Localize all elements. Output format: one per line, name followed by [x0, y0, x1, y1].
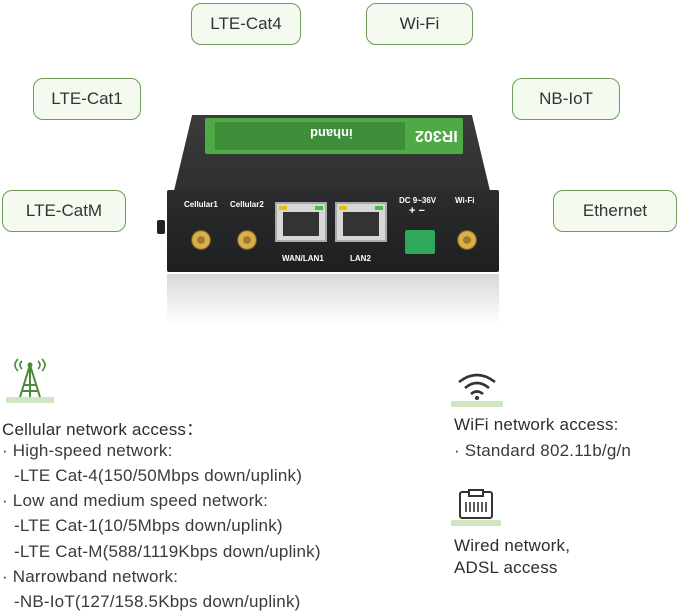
wifi-antenna-port	[457, 230, 477, 250]
ethernet-port-icon	[451, 489, 501, 526]
wifi-icon	[451, 373, 503, 407]
router-device: inhand IR302 Cellular1 Cellular2 WAN/LAN…	[155, 110, 505, 330]
lan2-label: LAN2	[350, 254, 371, 263]
wifi-port-label: Wi-Fi	[455, 196, 475, 205]
cell-tower-icon	[6, 358, 54, 403]
feature-wifi: Wi-Fi	[366, 3, 473, 45]
cellular-line-3: · Low and medium speed network:	[2, 491, 269, 510]
router-brand: inhand	[310, 126, 353, 141]
router-model: IR302	[415, 127, 458, 144]
polarity-label: + −	[409, 205, 425, 217]
cellular1-label: Cellular1	[184, 200, 218, 209]
cellular2-label: Cellular2	[230, 200, 264, 209]
cellular2-antenna-port	[237, 230, 257, 250]
cellular1-antenna-port	[191, 230, 211, 250]
wan-lan1-port	[275, 202, 327, 242]
feature-lte-cat4: LTE-Cat4	[191, 3, 301, 45]
cellular-line-6: · Narrowband network:	[2, 567, 179, 586]
wifi-access-title: WiFi network access:	[454, 415, 619, 434]
power-connector	[405, 230, 435, 254]
feature-lte-cat1: LTE-Cat1	[33, 78, 141, 120]
wired-line-2: ADSL access	[454, 558, 558, 577]
cellular-line-7: -NB-IoT(127/158.5Kbps down/uplink)	[14, 592, 301, 611]
router-reflection	[167, 274, 499, 324]
cellular-line-5: -LTE Cat-M(588/1119Kbps down/uplink)	[14, 542, 321, 561]
cellular-line-1: · High-speed network:	[2, 441, 173, 460]
wired-line-1: Wired network,	[454, 536, 571, 555]
cellular-title: Cellular network access：	[2, 420, 204, 439]
cellular-line-4: -LTE Cat-1(10/5Mbps down/uplink)	[14, 516, 283, 535]
cellular-line-2: -LTE Cat-4(150/50Mbps down/uplink)	[14, 466, 303, 485]
router-label: inhand IR302	[205, 118, 463, 154]
feature-nb-iot: NB-IoT	[512, 78, 620, 120]
feature-ethernet: Ethernet	[553, 190, 677, 232]
side-knob	[157, 220, 165, 234]
wifi-access-standard: · Standard 802.11b/g/n	[454, 441, 632, 460]
wan-lan1-label: WAN/LAN1	[282, 254, 324, 263]
router-front-panel: Cellular1 Cellular2 WAN/LAN1 LAN2 DC 9~3…	[167, 190, 499, 272]
dc-label: DC 9~36V	[399, 196, 437, 205]
feature-lte-catm: LTE-CatM	[2, 190, 126, 232]
lan2-port	[335, 202, 387, 242]
